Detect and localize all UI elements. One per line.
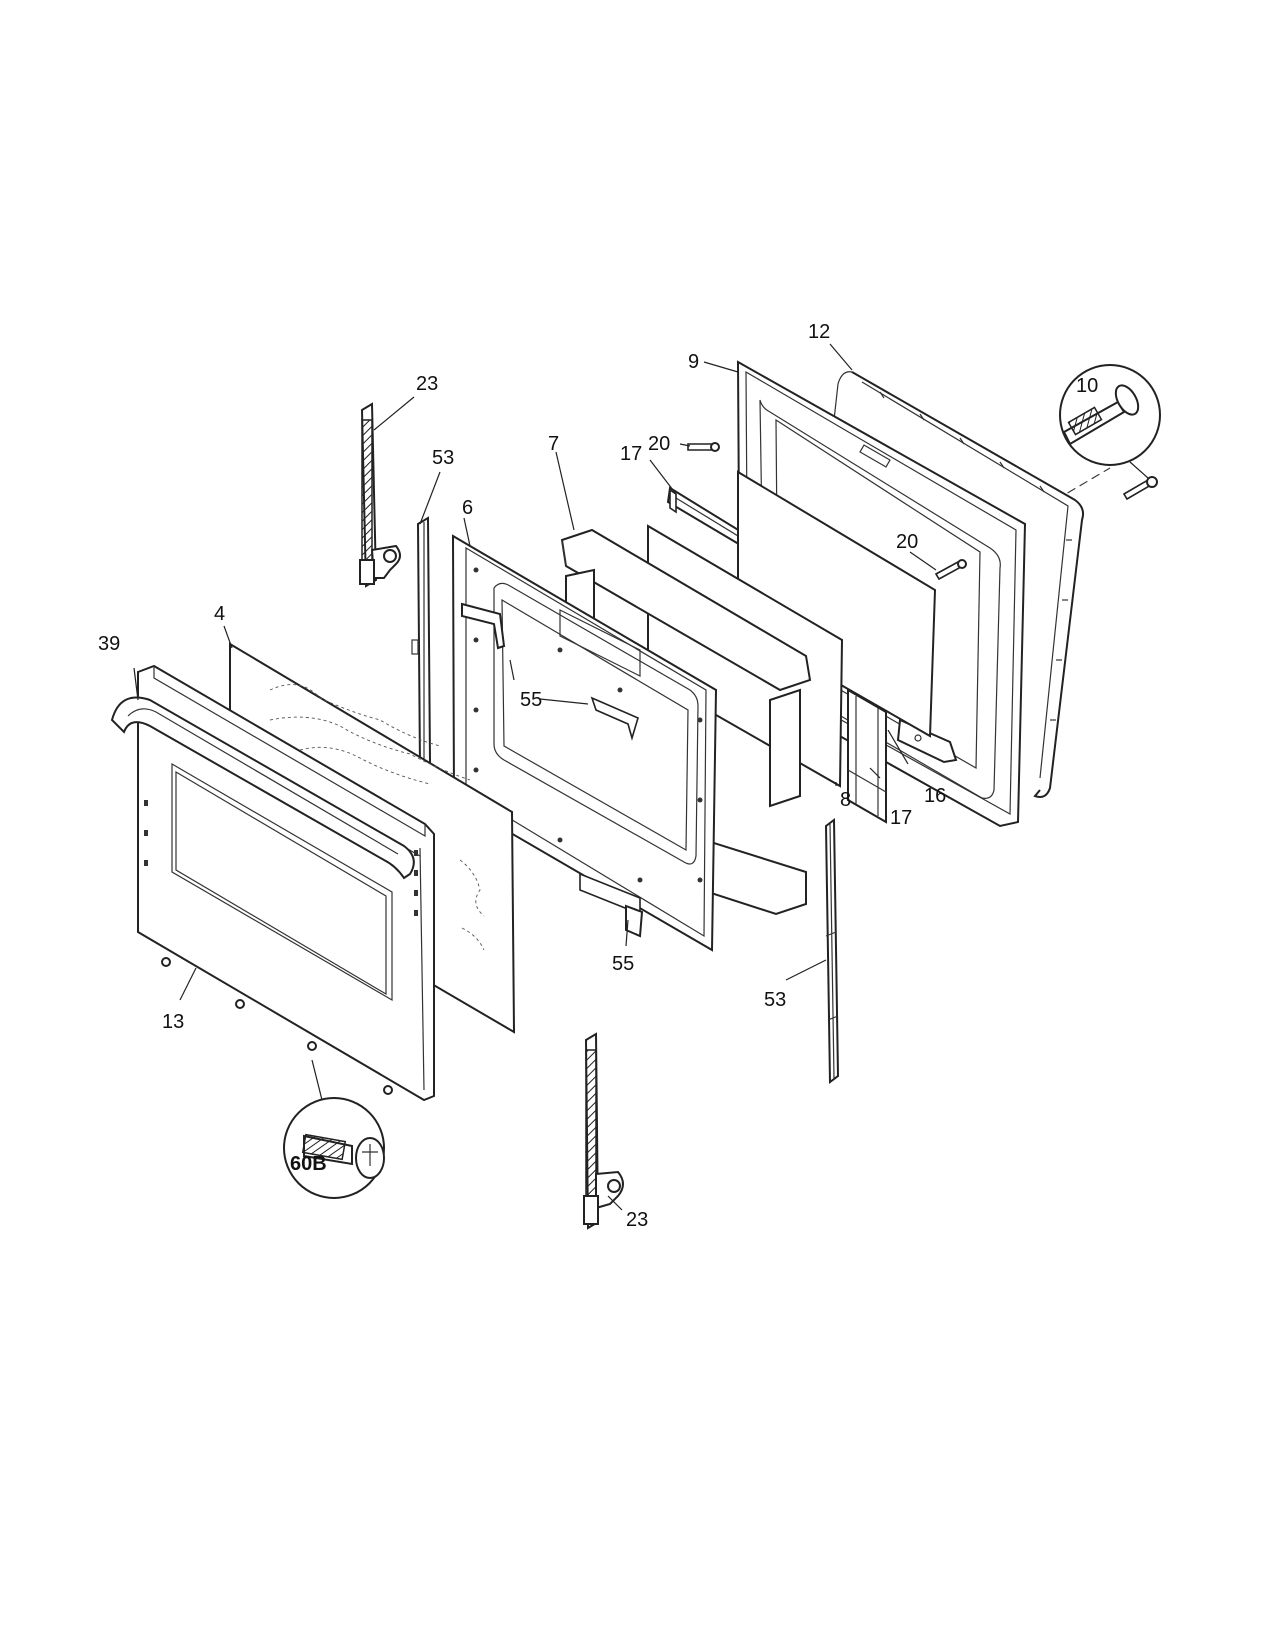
part-55-hinge-receiver-upper (461, 602, 639, 741)
callout-17-upper: 17 (620, 443, 642, 465)
part-glass-rear (737, 470, 937, 738)
callout-16: 16 (924, 785, 946, 807)
part-16-bracket (896, 718, 958, 764)
callout-17-lower: 17 (890, 807, 912, 829)
callout-12: 12 (808, 321, 830, 343)
part-60B-detail-bubble (283, 1059, 385, 1199)
part-20-screw-upper (687, 442, 720, 452)
callout-23-lower: 23 (626, 1209, 648, 1231)
callout-9: 9 (688, 351, 699, 373)
part-39-door-handle (110, 696, 415, 880)
callout-53-lower: 53 (764, 989, 786, 1011)
callout-20-upper: 20 (648, 433, 670, 455)
callout-7: 7 (548, 433, 559, 455)
part-20-screw-lower (934, 559, 967, 581)
leader-lines (133, 343, 937, 1211)
callout-8: 8 (840, 789, 851, 811)
part-17-lower-retainer (847, 688, 887, 824)
part-10-detail-bubble (1059, 364, 1161, 479)
callout-10: 10 (1076, 375, 1098, 397)
callout-55-upper: 55 (520, 689, 542, 711)
part-6-door-liner (451, 534, 718, 952)
callout-labels: 12 9 10 23 20 7 17 53 6 20 4 39 55 16 8 … (98, 321, 1098, 1231)
callout-6: 6 (462, 497, 473, 519)
callout-53-upper: 53 (432, 447, 454, 469)
callout-60B: 60B (290, 1153, 327, 1175)
callout-39: 39 (98, 633, 120, 655)
part-10-screw (1122, 476, 1158, 501)
callout-13: 13 (162, 1011, 184, 1033)
part-53-side-trim-left (411, 516, 432, 770)
callout-23-upper: 23 (416, 373, 438, 395)
part-53-side-trim-right (824, 818, 840, 1084)
callout-20-lower: 20 (896, 531, 918, 553)
callout-4: 4 (214, 603, 225, 625)
callout-55-lower: 55 (612, 953, 634, 975)
part-55-hinge-receiver-lower (579, 872, 644, 938)
part-23-hinge-upper (359, 402, 401, 588)
part-23-hinge-lower (583, 1032, 624, 1230)
part-13-screws (161, 957, 393, 1095)
